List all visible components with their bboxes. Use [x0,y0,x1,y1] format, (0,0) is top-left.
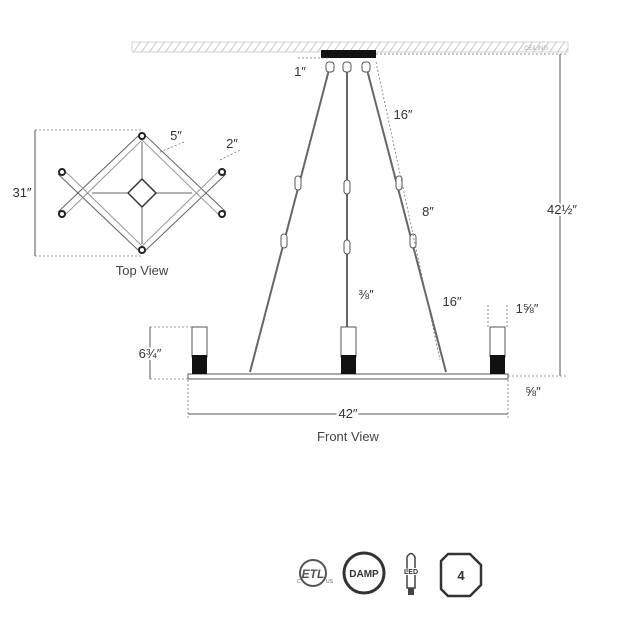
chains [249,61,447,373]
svg-text:C: C [297,579,301,585]
candles [191,326,506,374]
canopy [321,50,376,58]
front-view: 1″ 16″ 8″ 16″ 42½″ ⅜″ 1⅝″ 6¾″ ⅝″ 42″ Fro… [137,50,579,444]
led-bulb-icon: LED [403,552,419,595]
dim-candle-width: 1⅝″ [516,301,539,316]
svg-text:DAMP: DAMP [349,569,379,580]
ceiling-label: CEILING [524,46,548,52]
crossbar [187,373,509,380]
svg-text:LED: LED [404,569,418,576]
svg-text:ETL: ETL [302,567,325,581]
dim-candle-height: 6¾″ [139,346,162,361]
damp-rated-icon: DAMP [342,551,386,595]
dim-upper-chain: 16″ [393,107,412,122]
dim-bar-height: ⅝″ [525,384,541,399]
top-view: 31″ 5″ 2″ Top View [12,128,241,278]
etl-listed-icon: ETL C US [297,559,334,587]
bulb-count-icon: 4 [439,552,483,598]
svg-text:4: 4 [457,568,465,583]
dim-overall-height: 42½″ [547,202,577,217]
dim-top-arm-b: 2″ [226,136,238,151]
dim-top-arm-a: 5″ [170,128,182,143]
dim-mid-chain: 8″ [422,204,434,219]
front-view-caption: Front View [317,429,380,444]
top-view-caption: Top View [116,263,169,278]
dim-width: 42″ [338,406,357,421]
svg-text:US: US [326,579,334,585]
dim-rod: ⅜″ [358,287,374,302]
dim-lower-chain: 16″ [442,294,461,309]
dim-canopy-gap: 1″ [294,64,306,79]
dim-top-depth: 31″ [12,185,31,200]
